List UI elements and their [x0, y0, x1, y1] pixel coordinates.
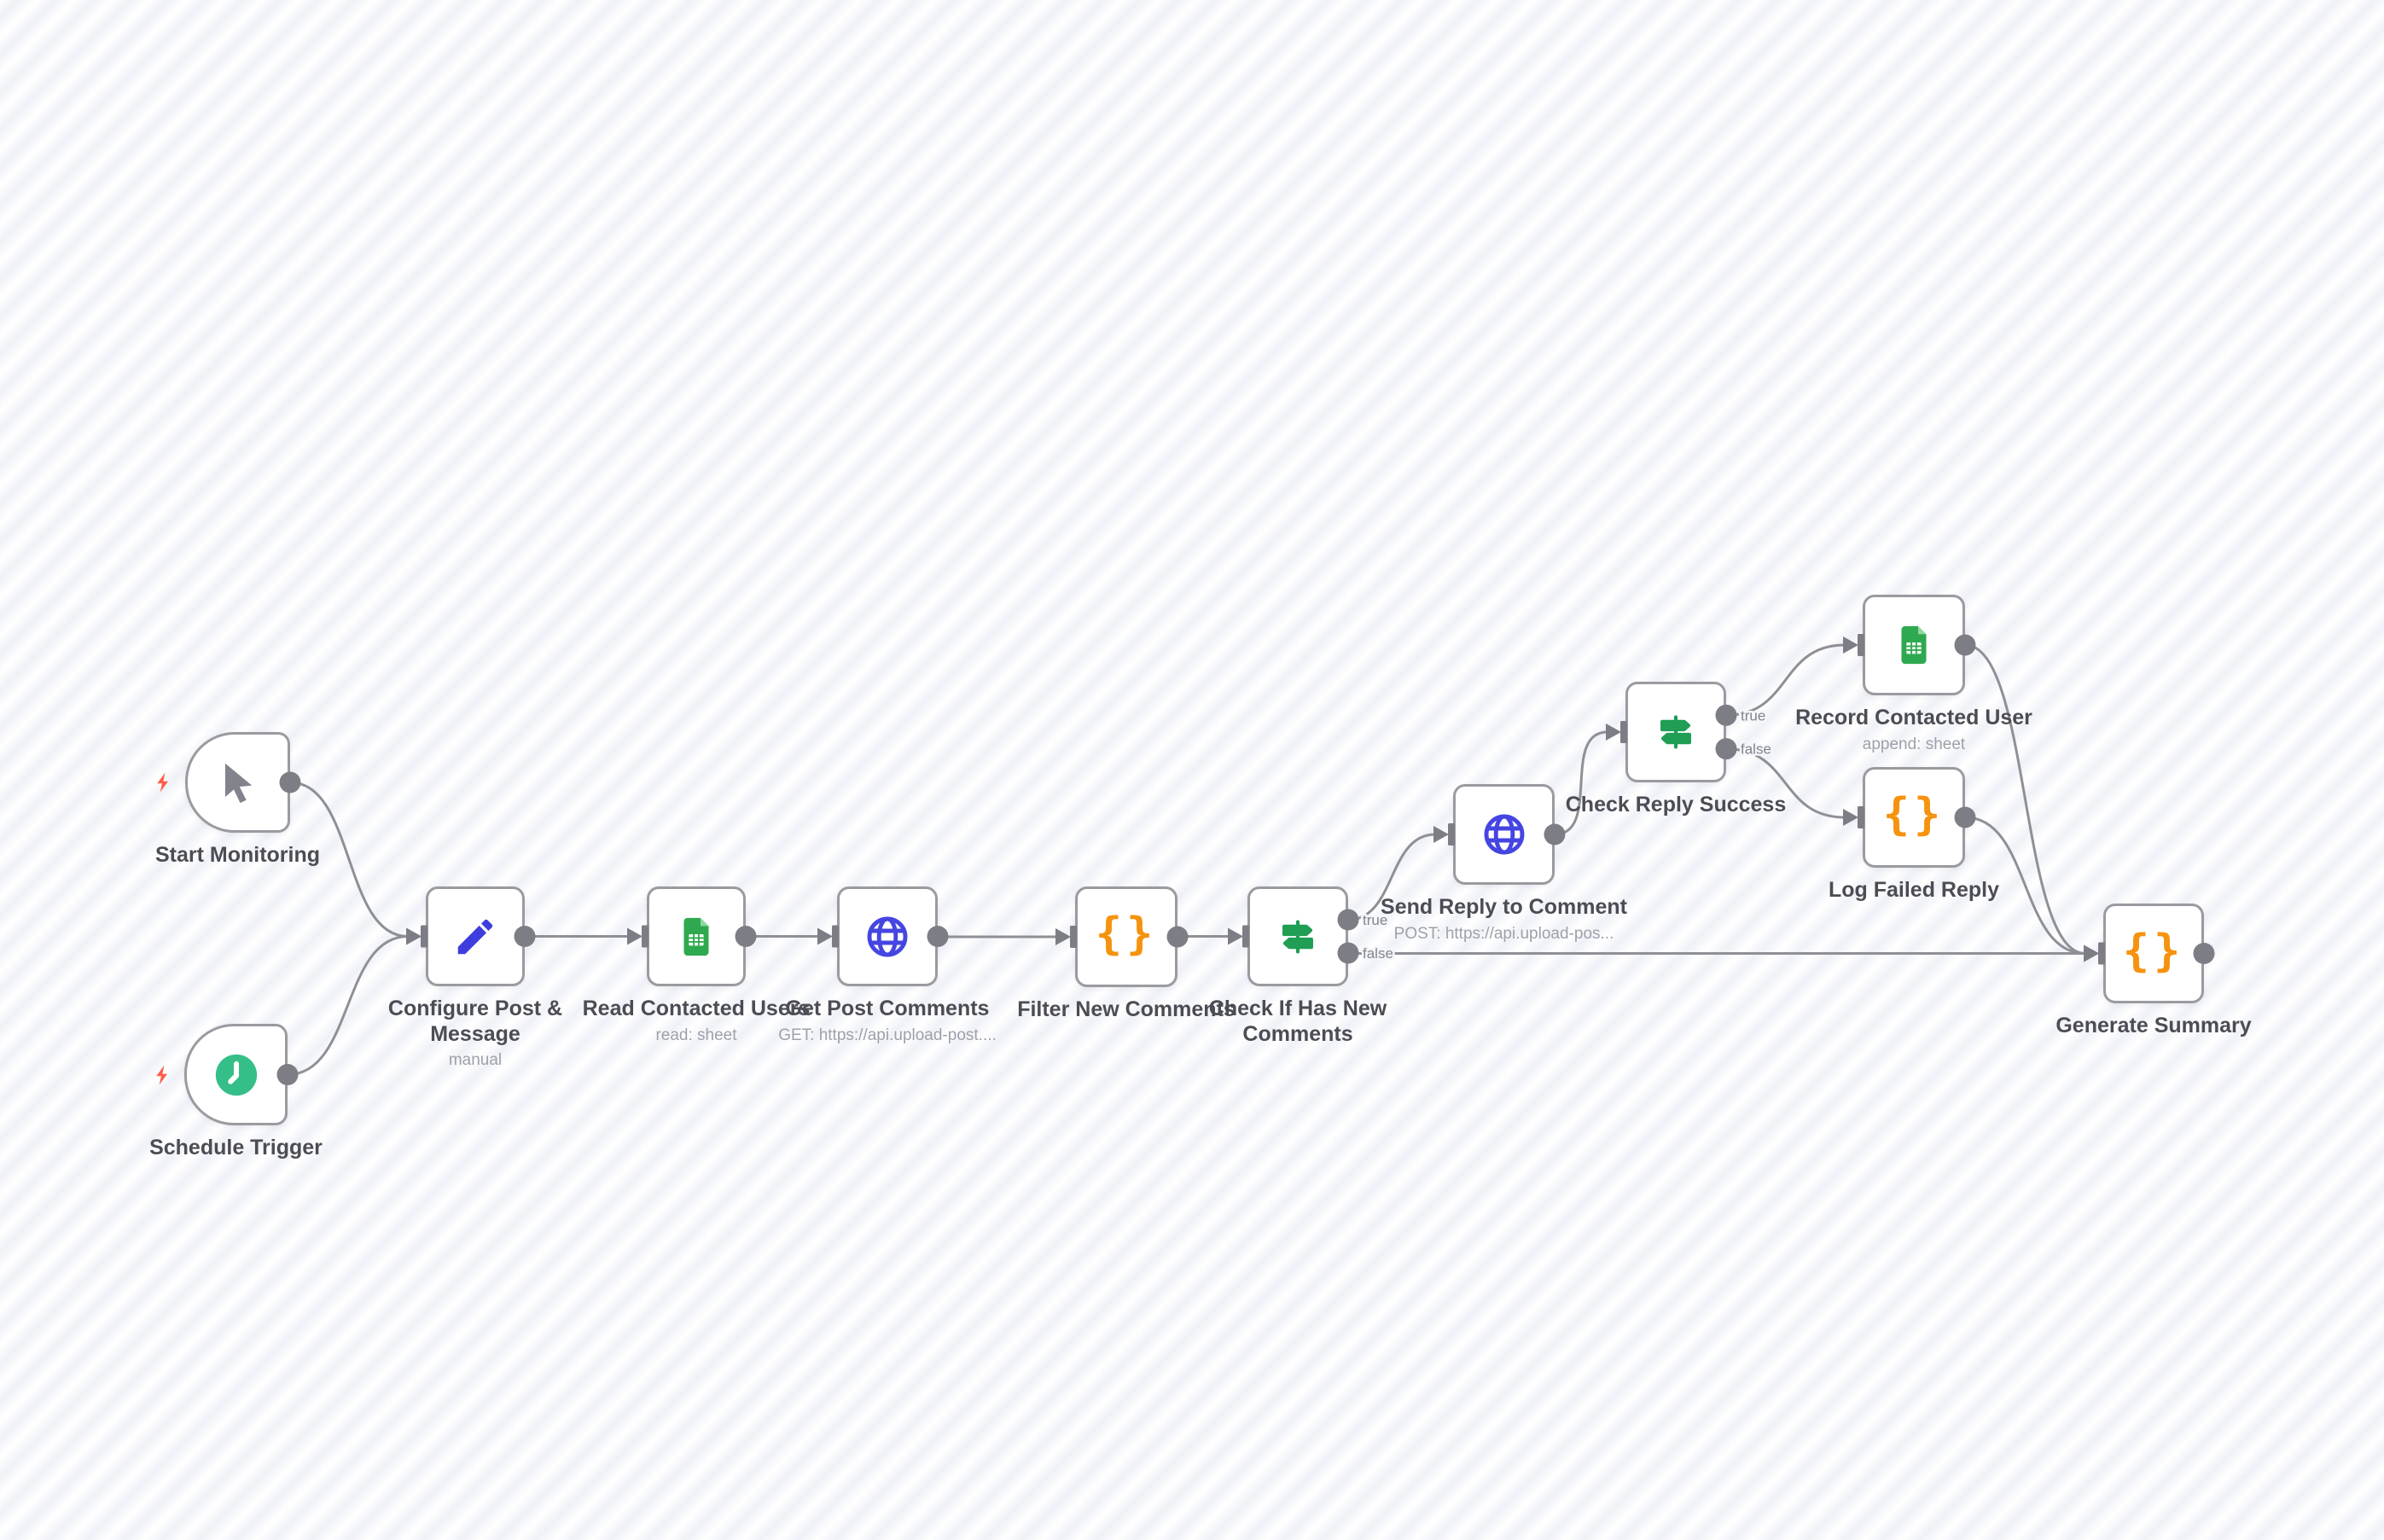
node-label: Check If Has New Comments	[1204, 997, 1392, 1047]
connection-arrowhead-icon	[1228, 927, 1243, 945]
connection-record-contacted-user-to-generate-summary	[1963, 643, 2087, 955]
node-label-text: Generate Summary	[2055, 1014, 2252, 1037]
node-check-reply-success[interactable]	[1625, 682, 1726, 782]
connection-arrowhead-icon	[1606, 724, 1621, 741]
node-generate-summary[interactable]: {}	[2103, 904, 2204, 1003]
node-label-text: Check Reply Success	[1565, 793, 1787, 816]
node-label: Configure Post & Message manual	[381, 997, 569, 1070]
node-label: Generate Summary	[2055, 1014, 2251, 1039]
node-label: Record Contacted User append: sheet	[1795, 706, 2032, 754]
node-label: Filter New Comments	[1017, 997, 1236, 1023]
node-read-contacted-users[interactable]	[647, 886, 746, 986]
node-label-text: Record Contacted User	[1795, 706, 2032, 729]
node-configure-post-message[interactable]	[426, 886, 525, 986]
node-label-text: Send Reply to Comment	[1381, 895, 1627, 919]
clock-icon	[212, 1050, 261, 1100]
node-start-monitoring[interactable]	[185, 732, 290, 833]
connection-send-reply-to-comment-to-check-reply-success	[1553, 730, 1609, 836]
sheets-icon	[1892, 623, 1936, 667]
node-label: Read Contacted Users read: sheet	[583, 997, 811, 1045]
node-send-reply-to-comment[interactable]	[1453, 784, 1555, 885]
port-label-true: true	[1741, 707, 1765, 724]
pencil-icon	[452, 914, 498, 960]
connection-arrowhead-icon	[2084, 944, 2099, 962]
node-label: Check Reply Success	[1566, 793, 1786, 818]
cursor-icon	[215, 759, 261, 805]
braces-icon: {}	[1882, 789, 1945, 840]
lightning-icon	[153, 770, 175, 795]
node-label-text: Log Failed Reply	[1828, 878, 2000, 902]
connection-arrowhead-icon	[2084, 944, 2099, 962]
connection-arrowhead-icon	[1843, 809, 1858, 826]
node-label-text: Schedule Trigger	[149, 1136, 323, 1159]
node-label-text: Configure Post & Message	[387, 997, 563, 1046]
node-label-text: Filter New Comments	[1017, 997, 1236, 1021]
node-log-failed-reply[interactable]: {}	[1863, 767, 1965, 868]
node-label: Log Failed Reply	[1829, 878, 1999, 904]
node-schedule-trigger[interactable]	[184, 1024, 288, 1125]
connection-arrowhead-icon	[406, 927, 422, 945]
lightning-icon	[152, 1062, 174, 1088]
connection-arrowhead-icon	[2084, 944, 2099, 962]
node-label: Schedule Trigger	[149, 1136, 323, 1161]
node-subtitle: manual	[448, 1051, 503, 1069]
braces-icon: {}	[2122, 925, 2185, 977]
node-label: Start Monitoring	[155, 843, 320, 869]
port-label-false: false	[1363, 945, 1393, 962]
node-label-text: Read Contacted Users	[582, 997, 811, 1020]
node-subtitle: append: sheet	[1862, 735, 1966, 753]
braces-icon: {}	[1095, 909, 1158, 960]
node-label-text: Get Post Comments	[785, 997, 990, 1020]
connection-arrowhead-icon	[817, 927, 833, 945]
connection-check-reply-success-to-record-contacted-user	[1724, 643, 1846, 717]
node-label-text: Start Monitoring	[154, 843, 321, 867]
node-check-if-has-new-comments[interactable]	[1247, 886, 1348, 986]
port-label-false: false	[1741, 741, 1771, 758]
node-subtitle: POST: https://api.upload-pos...	[1393, 924, 1614, 943]
node-get-post-comments[interactable]	[837, 886, 938, 986]
node-label-text: Check If Has New Comments	[1208, 997, 1387, 1046]
globe-icon	[863, 913, 911, 961]
connection-arrowhead-icon	[406, 927, 422, 945]
connection-arrowhead-icon	[1843, 636, 1858, 654]
connection-arrowhead-icon	[1433, 826, 1449, 843]
node-filter-new-comments[interactable]: {}	[1075, 886, 1177, 987]
globe-icon	[1480, 811, 1528, 858]
signpost-icon	[1276, 915, 1320, 959]
node-subtitle: GET: https://api.upload-post....	[778, 1026, 997, 1044]
node-subtitle: read: sheet	[655, 1026, 737, 1044]
connection-arrowhead-icon	[627, 927, 643, 945]
connection-arrowhead-icon	[1055, 928, 1071, 945]
node-record-contacted-user[interactable]	[1863, 595, 1965, 695]
signpost-icon	[1654, 710, 1698, 754]
sheets-icon	[674, 915, 718, 959]
